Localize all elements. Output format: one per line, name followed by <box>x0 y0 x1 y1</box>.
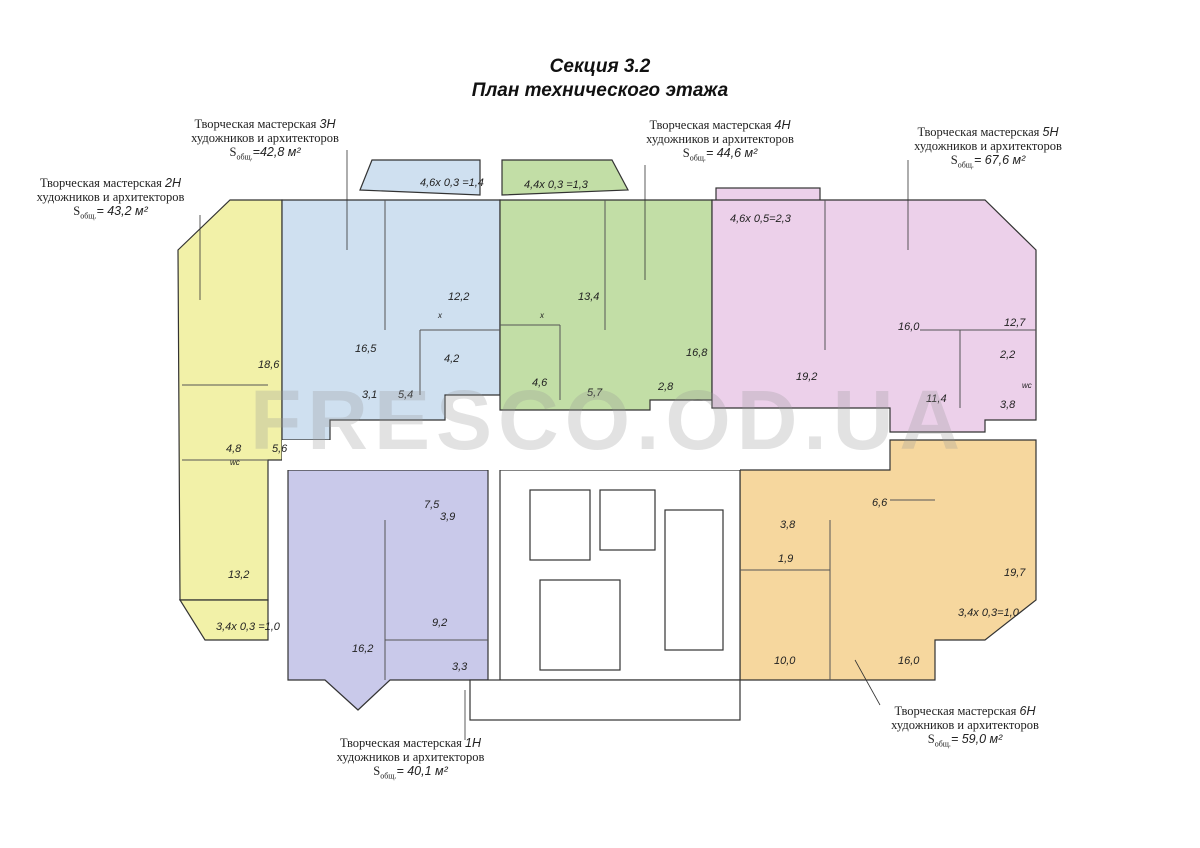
x-label-3H: x <box>437 311 443 320</box>
room-3H-3: 4,2 <box>444 353 459 365</box>
room-5H-6: 3,8 <box>1000 399 1016 411</box>
room-4H-4: 5,7 <box>587 387 603 399</box>
room-6H-1: 6,6 <box>872 497 888 509</box>
page-title: Секция 3.2 <box>549 56 651 77</box>
room-6H-2: 3,8 <box>780 519 796 531</box>
room-6H-3: 1,9 <box>778 553 793 565</box>
corridor <box>282 440 740 470</box>
room-4H-1: 13,4 <box>578 291 599 303</box>
balcony-label-4: 3,4x 0,3=1,0 <box>958 607 1020 619</box>
x-label-4H: x <box>539 311 545 320</box>
balcony-label-5: 3,4x 0,3 =1,0 <box>216 621 281 633</box>
elevator-1 <box>529 489 591 561</box>
shaft <box>539 579 621 671</box>
leader-lines <box>199 150 909 740</box>
unit-1H <box>287 469 489 711</box>
balcony-label-1: 4,6x 0,3 =1,4 <box>420 177 484 189</box>
wc-label-5H: wc <box>1022 381 1032 390</box>
caption-2H: Творческая мастерская 2Н художников и ар… <box>36 176 185 221</box>
room-1H-4: 9,2 <box>432 617 447 629</box>
room-6H-5: 10,0 <box>774 655 796 667</box>
room-3H-1: 12,2 <box>448 291 469 303</box>
room-2H-1: 18,6 <box>258 359 280 371</box>
staircase <box>664 509 724 651</box>
room-4H-5: 2,8 <box>657 381 674 393</box>
room-5H-5: 11,4 <box>926 393 947 405</box>
page-subtitle: План технического этажа <box>471 80 729 101</box>
room-1H-1: 7,5 <box>424 499 440 511</box>
balcony-label-3: 4,6x 0,5=2,3 <box>730 213 792 225</box>
room-5H-4: 19,2 <box>796 371 817 383</box>
room-5H-3: 2,2 <box>999 349 1015 361</box>
room-3H-4: 3,1 <box>362 389 377 401</box>
room-2H-3: 5,6 <box>272 443 288 455</box>
balcony-label-2: 4,4x 0,3 =1,3 <box>524 179 589 191</box>
balcony-2H <box>178 599 269 641</box>
room-2H-2: 4,8 <box>226 443 242 455</box>
balcony-3H <box>359 159 481 196</box>
room-4H-2: 16,8 <box>686 347 708 359</box>
room-4H-3: 4,6 <box>532 377 548 389</box>
room-1H-3: 16,2 <box>352 643 373 655</box>
unit-5H <box>711 199 1037 433</box>
caption-3H: Творческая мастерская 3Н художников и ар… <box>191 117 339 162</box>
room-2H-4: 13,2 <box>228 569 249 581</box>
room-6H-6: 16,0 <box>898 655 920 667</box>
room-5H-2: 12,7 <box>1004 317 1026 329</box>
entrance-porch <box>469 679 741 721</box>
wc-label-2H: wc <box>230 458 240 467</box>
unit-6H <box>739 439 1037 681</box>
balcony-4H <box>501 159 629 196</box>
room-6H-4: 19,7 <box>1004 567 1026 579</box>
caption-4H: Творческая мастерская 4Н художников и ар… <box>646 118 794 163</box>
room-1H-2: 3,9 <box>440 511 455 523</box>
room-3H-5: 5,4 <box>398 389 413 401</box>
interior-walls <box>182 200 1036 680</box>
caption-1H: Творческая мастерская 1Н художников и ар… <box>336 736 485 781</box>
caption-5H: Творческая мастерская 5Н художников и ар… <box>914 125 1062 170</box>
room-3H-2: 16,5 <box>355 343 377 355</box>
room-1H-5: 3,3 <box>452 661 468 673</box>
caption-6H: Творческая мастерская 6Н художников и ар… <box>891 704 1039 749</box>
watermark: FRESCO.OD.UA <box>250 373 967 467</box>
room-5H-1: 16,0 <box>898 321 920 333</box>
elevator-2 <box>599 489 656 551</box>
